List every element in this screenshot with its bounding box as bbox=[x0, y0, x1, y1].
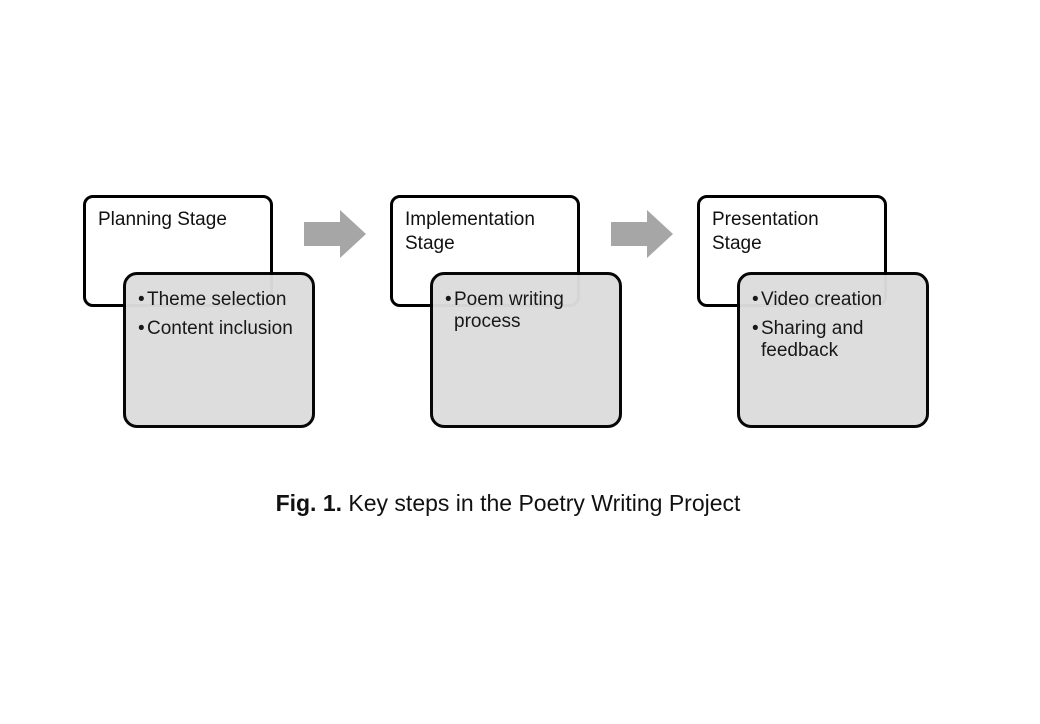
stage-presentation: Presentation Stage • Video creation • Sh… bbox=[697, 195, 947, 430]
bullet-mark: • bbox=[138, 289, 145, 310]
bullet-list: • Video creation • Sharing and feedback bbox=[752, 289, 914, 362]
stage-planning: Planning Stage • Theme selection • Conte… bbox=[83, 195, 333, 430]
stage-title: Presentation Stage bbox=[712, 209, 819, 254]
right-arrow-icon bbox=[611, 210, 673, 258]
bullet-item: • Content inclusion bbox=[138, 318, 300, 340]
bullet-mark: • bbox=[752, 289, 759, 310]
bullet-item: • Poem writing process bbox=[445, 289, 607, 333]
bullet-mark: • bbox=[445, 289, 452, 310]
bullet-list: • Poem writing process bbox=[445, 289, 607, 333]
caption-text: Key steps in the Poetry Writing Project bbox=[348, 490, 741, 516]
stage-detail-box: • Poem writing process bbox=[430, 272, 622, 428]
stage-detail-box: • Video creation • Sharing and feedback bbox=[737, 272, 929, 428]
bullet-text: Video creation bbox=[761, 289, 883, 310]
stage-detail-box: • Theme selection • Content inclusion bbox=[123, 272, 315, 428]
bullet-text: Content inclusion bbox=[147, 318, 293, 339]
bullet-mark: • bbox=[752, 318, 759, 339]
stage-title: Implementation Stage bbox=[405, 209, 535, 254]
stage-implementation: Implementation Stage • Poem writing proc… bbox=[390, 195, 640, 430]
right-arrow-icon bbox=[304, 210, 366, 258]
figure-caption: Fig. 1. Key steps in the Poetry Writing … bbox=[0, 490, 1016, 517]
caption-label: Fig. 1. bbox=[275, 490, 343, 516]
stage-title-box: Implementation Stage bbox=[390, 195, 580, 307]
bullet-item: • Video creation bbox=[752, 289, 914, 311]
bullet-text: Sharing and feedback bbox=[761, 318, 864, 361]
bullet-text: Poem writing process bbox=[454, 289, 564, 332]
bullet-text: Theme selection bbox=[147, 289, 287, 310]
bullet-item: • Theme selection bbox=[138, 289, 300, 311]
bullet-item: • Sharing and feedback bbox=[752, 318, 914, 362]
bullet-mark: • bbox=[138, 318, 145, 339]
stage-title: Planning Stage bbox=[98, 209, 227, 230]
bullet-list: • Theme selection • Content inclusion bbox=[138, 289, 300, 340]
